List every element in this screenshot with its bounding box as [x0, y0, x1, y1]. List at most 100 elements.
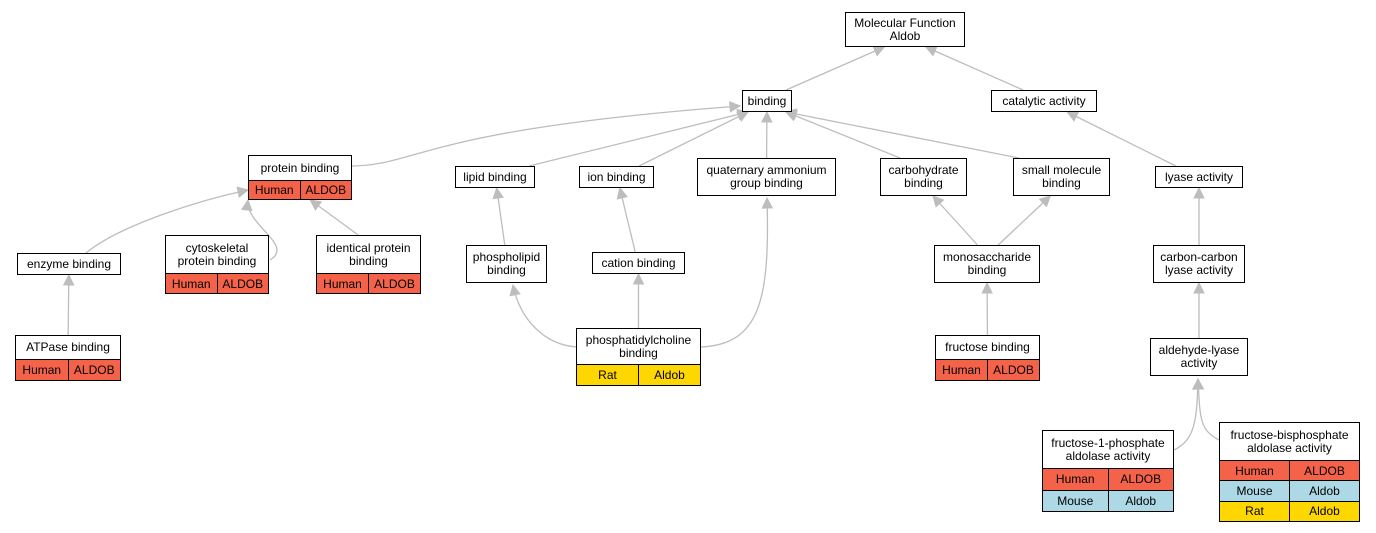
node-phospholipid-binding[interactable]: phospholipid binding: [466, 245, 547, 283]
species-row: Human ALDOB: [166, 273, 268, 293]
edge-arrowhead: [62, 273, 75, 286]
edge-arrowhead: [1038, 195, 1052, 208]
gene-cell: ALDOB: [368, 274, 420, 293]
node-title: phospholipid binding: [472, 250, 541, 277]
edge-ion_binding-to-binding: [638, 111, 749, 167]
gene-cell: ALDOB: [299, 181, 352, 199]
node-title: aldehyde-lyase activity: [1158, 343, 1240, 370]
node-title: carbon-carbon lyase activity: [1160, 250, 1238, 277]
node-cation-binding[interactable]: cation binding: [592, 252, 685, 274]
node-title: cytoskeletal protein binding: [177, 240, 257, 268]
node-title: monosaccharide binding: [942, 250, 1032, 277]
species-cell: Mouse: [1236, 483, 1273, 498]
edge-phosphatidyl-to-quat: [699, 197, 769, 348]
species-cell: Human: [1055, 472, 1095, 487]
node-title: phosphatidylcholine binding: [585, 332, 692, 360]
edge-arrowhead: [1193, 186, 1205, 199]
node-title: fructose-bisphosphate aldolase activity: [1230, 427, 1349, 455]
node-title: fructose-1-phosphate aldolase activity: [1051, 435, 1165, 463]
species-cell: Human: [171, 276, 211, 291]
edge-arrowhead: [1066, 111, 1080, 122]
edge-arrowhead: [932, 195, 945, 208]
edge-fbp-to-aldehyde: [1197, 378, 1220, 441]
edge-arrowhead: [761, 110, 773, 123]
node-ion-binding[interactable]: ion binding: [579, 166, 654, 188]
edge-monosacch-to-carb: [932, 195, 978, 246]
edge-phosphatidyl-to-phospholipid: [512, 284, 578, 348]
species-row: Rat Aldob: [577, 364, 700, 385]
edge-binding-to-mf: [785, 46, 885, 91]
species-row: Human ALDOB: [249, 180, 351, 199]
node-binding[interactable]: binding: [742, 90, 792, 112]
edge-f1p-to-aldehyde: [1173, 378, 1199, 451]
node-lyase-activity[interactable]: lyase activity: [1155, 166, 1243, 188]
node-catalytic-activity[interactable]: catalytic activity: [991, 90, 1097, 112]
species-cell: Human: [942, 363, 981, 377]
node-title: quaternary ammonium group binding: [706, 163, 827, 190]
species-cell: Rat: [598, 368, 617, 382]
species-cell: Human: [1235, 463, 1274, 478]
edge-arrowhead: [309, 199, 323, 211]
node-title: lyase activity: [1164, 169, 1234, 184]
edge-arrowhead: [492, 186, 504, 200]
node-title: binding: [747, 93, 787, 108]
edge-arrowhead: [761, 196, 774, 209]
species-cell: Human: [323, 276, 362, 291]
node-title: carbohydrate binding: [888, 163, 959, 190]
node-title: ATPase binding: [26, 340, 110, 354]
node-quaternary-ammonium-group-binding[interactable]: quaternary ammonium group binding: [697, 158, 836, 196]
edge-monosacch-to-small_mol: [997, 195, 1051, 246]
edge-arrowhead: [240, 198, 253, 212]
gene-cell: Aldob: [638, 365, 700, 385]
species-cell: Human: [254, 183, 294, 197]
node-molecular-function[interactable]: Molecular Function Aldob: [845, 12, 965, 47]
edge-arrowhead: [924, 45, 938, 57]
node-carbohydrate-binding[interactable]: carbohydrate binding: [880, 158, 967, 196]
node-title: fructose binding: [945, 340, 1030, 354]
edge-cation-to-ion_binding: [619, 187, 636, 253]
species-cell: Mouse: [1057, 493, 1094, 508]
edge-enzyme-to-protein_binding: [85, 189, 249, 254]
edge-arrowhead: [1192, 377, 1205, 390]
species-row: Human ALDOB: [1220, 460, 1359, 481]
gene-cell: ALDOB: [987, 360, 1039, 380]
edge-carb-to-binding: [785, 111, 901, 159]
edge-arrowhead: [616, 186, 628, 200]
node-carbon-carbon-lyase-activity[interactable]: carbon-carbon lyase activity: [1153, 245, 1245, 283]
node-title: cation binding: [601, 255, 676, 270]
edge-arrowhead: [509, 283, 521, 297]
node-title: catalytic activity: [1002, 93, 1086, 108]
node-enzyme-binding[interactable]: enzyme binding: [17, 253, 121, 275]
gene-cell: ALDOB: [1289, 461, 1359, 481]
node-small-molecule-binding[interactable]: small molecule binding: [1013, 158, 1110, 196]
edge-arrowhead: [736, 111, 750, 122]
node-lipid-binding[interactable]: lipid binding: [455, 166, 535, 188]
node-aldehyde-lyase-activity[interactable]: aldehyde-lyase activity: [1150, 338, 1248, 376]
edge-arrowhead: [1193, 281, 1205, 294]
edge-arrowhead: [632, 272, 645, 285]
node-title: lipid binding: [463, 169, 527, 184]
species-row: Mouse Aldob: [1043, 489, 1174, 511]
edge-lipid_binding-to-binding: [528, 111, 749, 167]
gene-cell: Aldob: [1107, 490, 1174, 511]
species-row: Human ALDOB: [317, 273, 420, 293]
edge-small_mol-to-binding: [785, 111, 1020, 159]
gene-cell: ALDOB: [216, 274, 269, 293]
edge-arrowhead: [236, 186, 250, 198]
node-monosaccharide-binding[interactable]: monosaccharide binding: [934, 245, 1040, 283]
edge-protein_binding-to-binding: [351, 105, 741, 167]
node-title: ion binding: [587, 169, 646, 184]
edge-catalytic-to-mf: [925, 46, 1024, 91]
gene-cell: Aldob: [1289, 501, 1359, 521]
